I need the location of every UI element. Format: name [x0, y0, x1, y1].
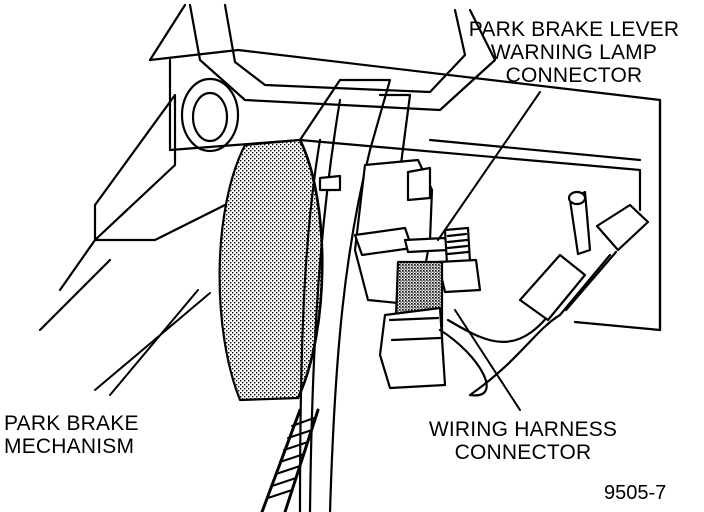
wire-plug: [518, 190, 650, 322]
brake-cable: [260, 408, 320, 512]
mounting-ring: [180, 77, 240, 153]
floor-bracket: [38, 93, 227, 332]
harness-label-line: CONNECTOR: [454, 441, 592, 464]
upper-bracket: [148, 3, 497, 112]
mechanism-label-line: PARK BRAKE: [4, 412, 139, 435]
figure-number: 9505-7: [604, 482, 667, 504]
lamp-connector-label: PARK BRAKE LEVER WARNING LAMP CONNECTOR: [466, 18, 682, 87]
lamp-label-line: PARK BRAKE LEVER: [468, 18, 680, 41]
harness-connector: [378, 260, 447, 390]
lamp-label-line: WARNING LAMP: [490, 41, 658, 64]
brake-drum: [218, 138, 324, 402]
harness-label-line: WIRING HARNESS: [428, 418, 618, 441]
harness-connector-label: WIRING HARNESS CONNECTOR: [420, 418, 626, 464]
leader-lines: [94, 91, 541, 411]
wiring: [438, 250, 618, 397]
mechanism-label: PARK BRAKE MECHANISM: [4, 412, 154, 458]
mechanism-label-line: MECHANISM: [4, 435, 135, 458]
mounting-panel: [148, 48, 662, 332]
lamp-label-line: CONNECTOR: [505, 64, 643, 87]
